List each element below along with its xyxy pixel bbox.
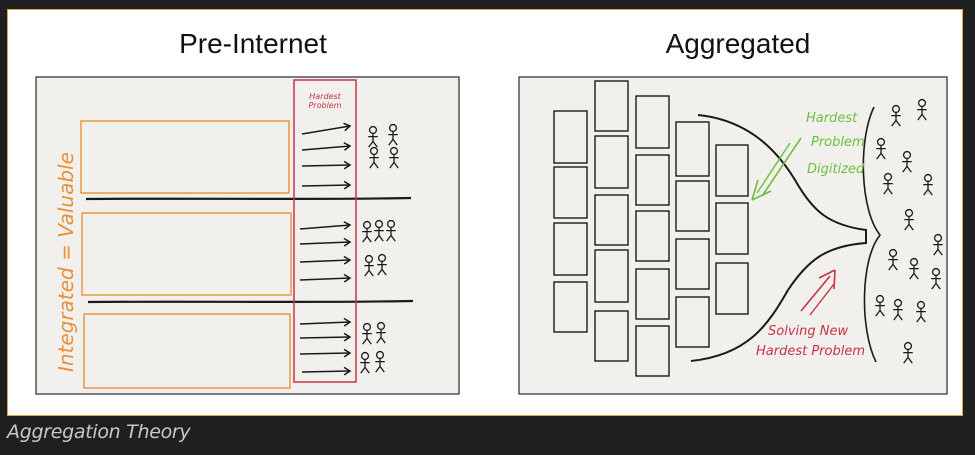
supplier-box: [675, 238, 710, 290]
person-icon: [902, 150, 912, 173]
person-icon: [903, 341, 913, 364]
arrow-icon: [301, 142, 352, 151]
person-icon: [917, 98, 927, 121]
solving-new-problem-line2: Hardest Problem: [756, 344, 865, 359]
supplier-box: [635, 210, 670, 262]
arrow-icon: [299, 221, 352, 230]
supplier-box: [715, 144, 749, 197]
supplier-box: [594, 135, 629, 189]
arrow-icon: [299, 332, 352, 342]
supplier-box: [553, 222, 588, 276]
person-icon: [931, 267, 941, 290]
person-icon: [904, 208, 914, 231]
hardest-problem-column: [293, 79, 357, 383]
arrow-icon: [301, 160, 352, 170]
aggregator-funnel: [690, 114, 867, 362]
red-arrow-shaft: [809, 283, 835, 316]
titles: Pre-Internet Aggregated: [8, 10, 962, 70]
arrow-group: [299, 122, 352, 376]
person-icon: [389, 146, 399, 169]
supplier-box: [675, 296, 710, 348]
person-icon: [364, 254, 374, 277]
hardest-problem-digitized-line1: Hardest: [806, 111, 858, 126]
customer-cloud: [875, 98, 943, 364]
hardest-problem-label-line1: Hardest: [309, 92, 341, 101]
supplier-box: [635, 268, 670, 320]
supplier-box: [594, 194, 629, 246]
person-icon: [933, 233, 943, 256]
hardest-problem-label-line2: Problem: [308, 101, 341, 110]
red-arrow-head: [818, 269, 836, 290]
hardest-problem-digitized-line3: Digitized: [807, 162, 865, 177]
person-icon: [923, 173, 933, 196]
supplier-box: [675, 121, 710, 177]
arrow-icon: [299, 273, 352, 283]
arrow-icon: [299, 317, 352, 327]
integrated-company-box: [83, 313, 291, 389]
supplier-box: [675, 180, 710, 232]
market-divider: [87, 299, 414, 304]
supplier-box: [635, 95, 670, 149]
person-icon: [377, 253, 387, 276]
person-icon: [883, 172, 893, 195]
arrow-icon: [301, 122, 352, 135]
supplier-box: [635, 325, 670, 377]
arrow-icon: [299, 255, 352, 265]
supplier-box: [635, 154, 670, 206]
green-arrow-head: [751, 179, 772, 201]
supplier-box: [594, 249, 629, 303]
supplier-box: [553, 110, 588, 164]
person-icon: [891, 104, 901, 127]
person-icon: [893, 298, 903, 321]
green-arrow-shaft: [761, 137, 802, 197]
supplier-box: [715, 262, 749, 315]
diagram-canvas: Integrated = Valuable Hardest Problem: [35, 76, 948, 395]
aggregated-panel: Hardest Problem Digitized Solving New Ha…: [518, 76, 948, 395]
person-icon: [362, 220, 372, 243]
person-icon: [376, 321, 386, 344]
pre-internet-panel: Integrated = Valuable Hardest Problem: [35, 76, 460, 395]
supplier-box: [594, 80, 629, 132]
figure-frame: Pre-Internet Aggregated Integrated = Val…: [7, 9, 963, 416]
supplier-grid: [553, 80, 749, 377]
customer-bracket: [862, 106, 882, 363]
figure-caption: Aggregation Theory: [7, 421, 191, 443]
market-divider: [85, 196, 412, 201]
person-icon: [362, 322, 372, 345]
person-icon: [360, 351, 370, 374]
arrow-icon: [301, 366, 352, 376]
person-icon: [916, 300, 926, 323]
integrated-company-box: [81, 212, 292, 296]
supplier-box: [553, 166, 588, 219]
aggregated-title: Aggregated: [665, 28, 811, 59]
integrated-valuable-label: Integrated = Valuable: [54, 152, 78, 372]
right-panel-background: [518, 76, 948, 395]
supplier-box: [715, 202, 749, 255]
solving-new-problem-line1: Solving New: [768, 324, 848, 339]
hardest-problem-digitized-line2: Problem: [811, 135, 865, 150]
integrated-company-box: [80, 120, 290, 194]
person-icon: [388, 123, 398, 146]
red-arrow-shaft: [800, 275, 831, 312]
arrow-icon: [299, 237, 352, 247]
person-icon: [875, 294, 885, 317]
arrow-icon: [299, 348, 352, 358]
pre-internet-title: Pre-Internet: [179, 28, 327, 59]
supplier-box: [594, 310, 629, 362]
customer-group: [360, 123, 399, 374]
person-icon: [876, 137, 886, 160]
person-icon: [386, 219, 396, 242]
green-arrow-shaft: [756, 142, 791, 194]
person-icon: [374, 219, 384, 242]
person-icon: [888, 248, 898, 271]
person-icon: [375, 350, 385, 373]
supplier-box: [553, 281, 588, 333]
person-icon: [369, 146, 379, 169]
arrow-icon: [301, 180, 352, 190]
person-icon: [368, 125, 378, 148]
left-panel-background: [35, 76, 460, 395]
person-icon: [909, 257, 919, 280]
